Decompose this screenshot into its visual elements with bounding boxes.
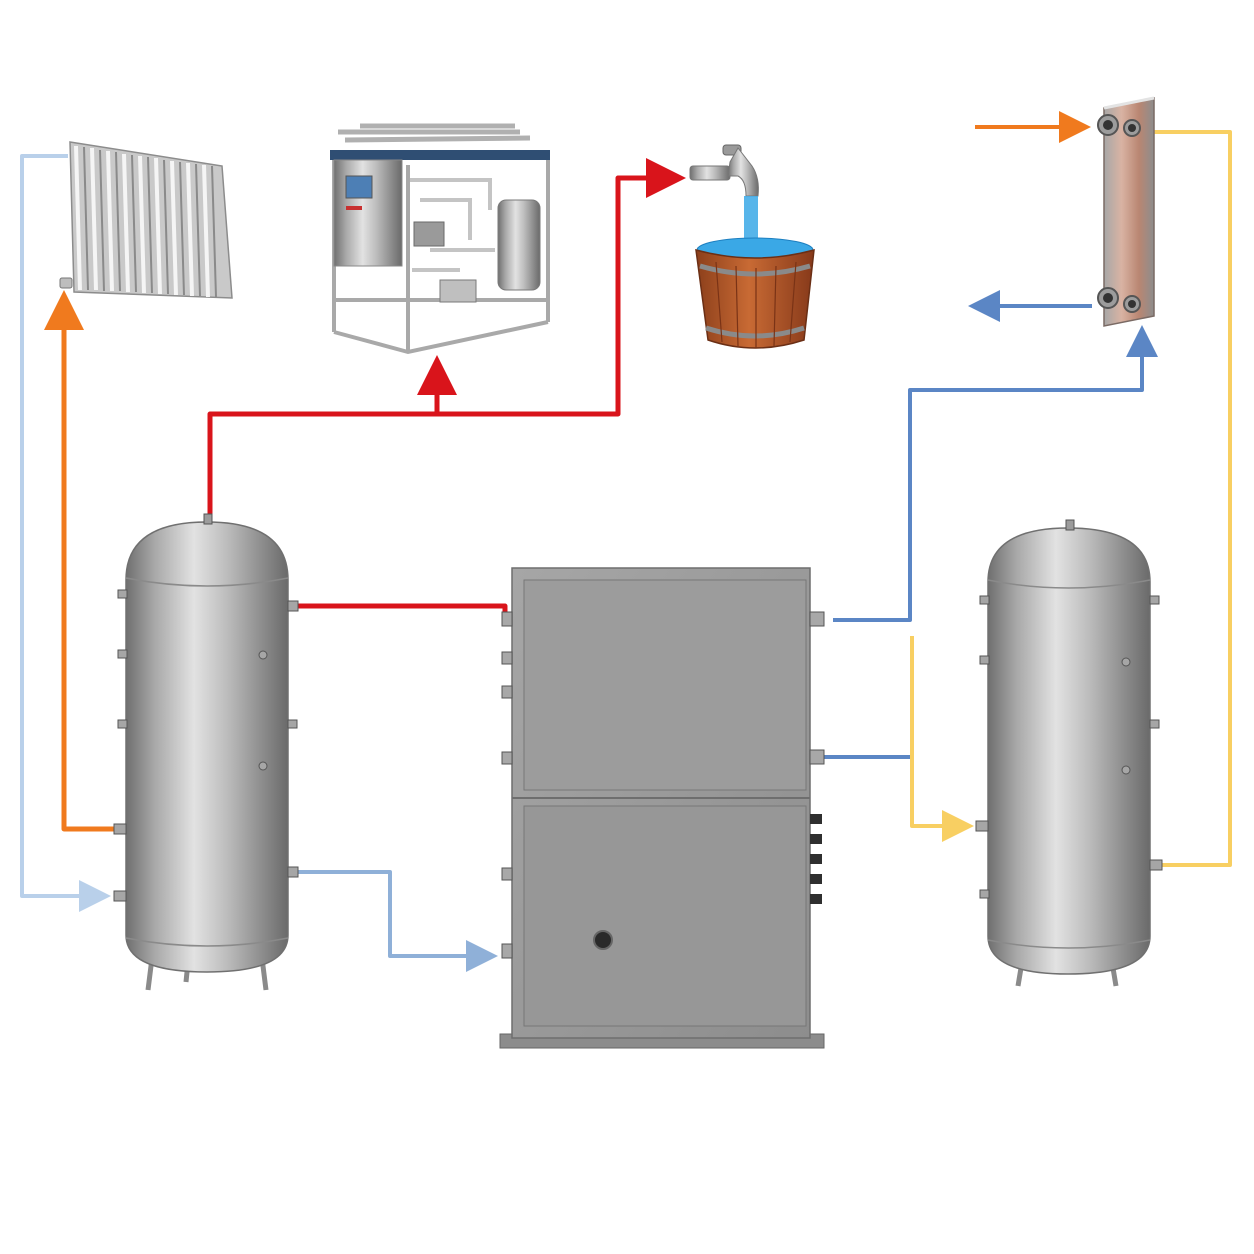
pipe-exchanger-to-source-tank — [1150, 132, 1230, 865]
pipe-hot-tank-to-heat-pump — [292, 872, 490, 956]
source-buffer-tank-icon — [976, 520, 1162, 986]
heat-pump-cabinet-icon — [500, 568, 824, 1048]
hot-buffer-tank-icon — [114, 514, 298, 990]
process-skid-icon — [330, 126, 550, 352]
plate-heat-exchanger-icon — [1098, 98, 1154, 326]
electrical-glands — [810, 814, 822, 904]
pipe-source-tank-inlet — [912, 636, 966, 826]
pipe-hot-tank-to-radiator — [64, 300, 116, 829]
pipe-heat-pump-to-hot-tank — [292, 606, 505, 620]
tap-with-bucket-icon — [690, 145, 814, 348]
radiator-icon — [60, 142, 232, 298]
